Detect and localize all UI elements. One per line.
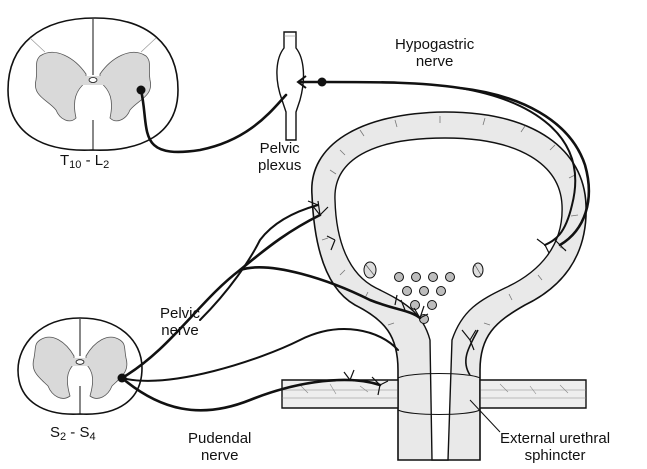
segment-lower-start: S: [50, 424, 60, 441]
spinal-cord-lower: [18, 318, 142, 414]
segment-label-lower: S2 - S4: [50, 424, 96, 443]
pudendal-nerve-line1: Pudendal: [188, 430, 251, 447]
pelvic-nerve-line2: nerve: [160, 322, 200, 339]
pelvic-plexus-line2: plexus: [258, 157, 301, 174]
sphincter-label-line1: External urethral: [500, 430, 610, 447]
segment-upper-start: T: [60, 152, 69, 169]
segment-upper-sep: -: [81, 152, 94, 169]
pudendal-nerve-label: Pudendal nerve: [188, 430, 251, 464]
pelvic-nerve-line1: Pelvic: [160, 305, 200, 322]
segment-upper-end-sub: 2: [103, 159, 109, 171]
spinal-cord-upper: [8, 18, 178, 150]
segment-upper-end: L: [95, 152, 103, 169]
sphincter-label-line2: sphincter: [500, 447, 610, 464]
pelvic-plexus-label: Pelvic plexus: [258, 140, 301, 174]
external-urethral-sphincter-label: External urethral sphincter: [500, 430, 610, 464]
pelvic-nerve-label: Pelvic nerve: [160, 305, 200, 339]
hypogastric-label-line2: nerve: [395, 53, 474, 70]
hypogastric-nerve-label: Hypogastric nerve: [395, 36, 474, 70]
segment-lower-end: S: [79, 424, 89, 441]
central-canal-upper: [89, 78, 97, 83]
plexus-synapse: [298, 76, 327, 88]
segment-label-upper: T10 - L2: [60, 152, 109, 171]
hypogastric-label-line1: Hypogastric: [395, 36, 474, 53]
pelvic-plexus-ganglion: [277, 32, 304, 140]
segment-lower-sep: -: [66, 424, 79, 441]
segment-upper-start-sub: 10: [69, 159, 81, 171]
pelvic-plexus-line1: Pelvic: [258, 140, 301, 157]
pudendal-nerve-line2: nerve: [188, 447, 251, 464]
segment-lower-end-sub: 4: [90, 431, 96, 443]
central-canal-lower: [76, 360, 84, 365]
